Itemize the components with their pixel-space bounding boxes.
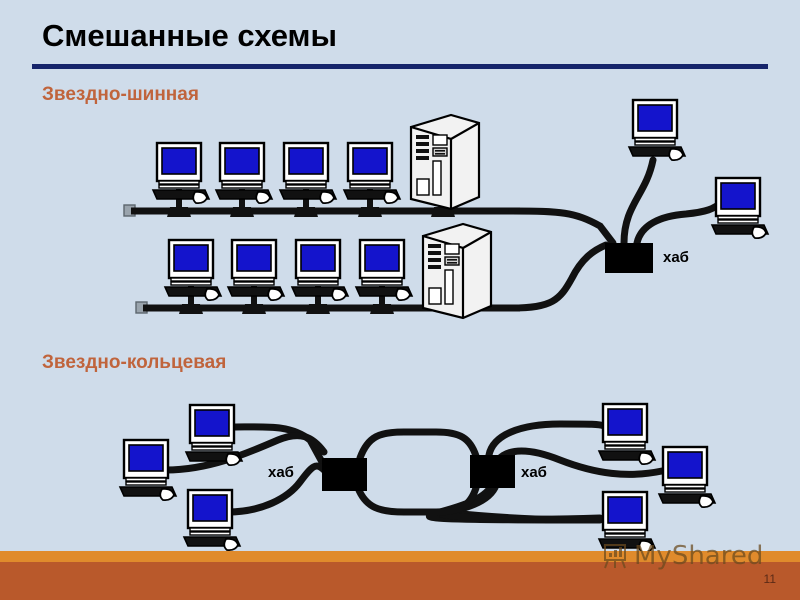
page-title: Смешанные схемы bbox=[42, 18, 337, 53]
hub-device-ring-right bbox=[470, 455, 515, 488]
ring-workstations bbox=[118, 402, 717, 554]
bus-segment-bottom bbox=[135, 222, 520, 320]
workstation-icon bbox=[354, 238, 414, 302]
footer-band-light bbox=[0, 551, 800, 562]
workstation-icon bbox=[226, 238, 286, 302]
hub-label-ring-left: хаб bbox=[268, 464, 294, 481]
workstation-icon bbox=[657, 445, 717, 509]
workstation-icon bbox=[627, 98, 687, 162]
chart-easel-icon bbox=[604, 544, 626, 569]
hub-cable-bundle-bus bbox=[508, 156, 726, 312]
server-icon bbox=[421, 222, 493, 320]
hub-label-bus: хаб bbox=[663, 249, 689, 266]
workstation-icon bbox=[290, 238, 350, 302]
workstation-icon bbox=[151, 141, 211, 205]
server-icon bbox=[409, 113, 481, 211]
workstation-icon bbox=[278, 141, 338, 205]
watermark: MyShared bbox=[600, 541, 763, 571]
workstation-icon bbox=[342, 141, 402, 205]
bus-segment-top bbox=[123, 113, 520, 217]
hub-label-ring-right: хаб bbox=[521, 464, 547, 481]
workstation-icon bbox=[214, 141, 274, 205]
page-number: 11 bbox=[763, 572, 776, 586]
workstation-icon bbox=[184, 403, 244, 467]
hub-cable-bundle-ring-left bbox=[162, 423, 328, 516]
watermark-text: MyShared bbox=[634, 541, 764, 571]
hub-device-ring-left bbox=[322, 458, 367, 491]
hub-device-bus bbox=[605, 243, 653, 273]
workstation-icon bbox=[597, 402, 657, 466]
workstation-icon bbox=[710, 176, 770, 240]
workstation-icon bbox=[182, 488, 242, 552]
section-heading-star-bus: Звездно-шинная bbox=[42, 84, 199, 105]
workstation-icon bbox=[118, 438, 178, 502]
title-divider bbox=[32, 64, 768, 69]
ring-loop-cable bbox=[354, 428, 480, 516]
footer-band-dark bbox=[0, 562, 800, 600]
workstation-icon bbox=[163, 238, 223, 302]
section-heading-star-ring: Звездно-кольцевая bbox=[42, 352, 227, 373]
